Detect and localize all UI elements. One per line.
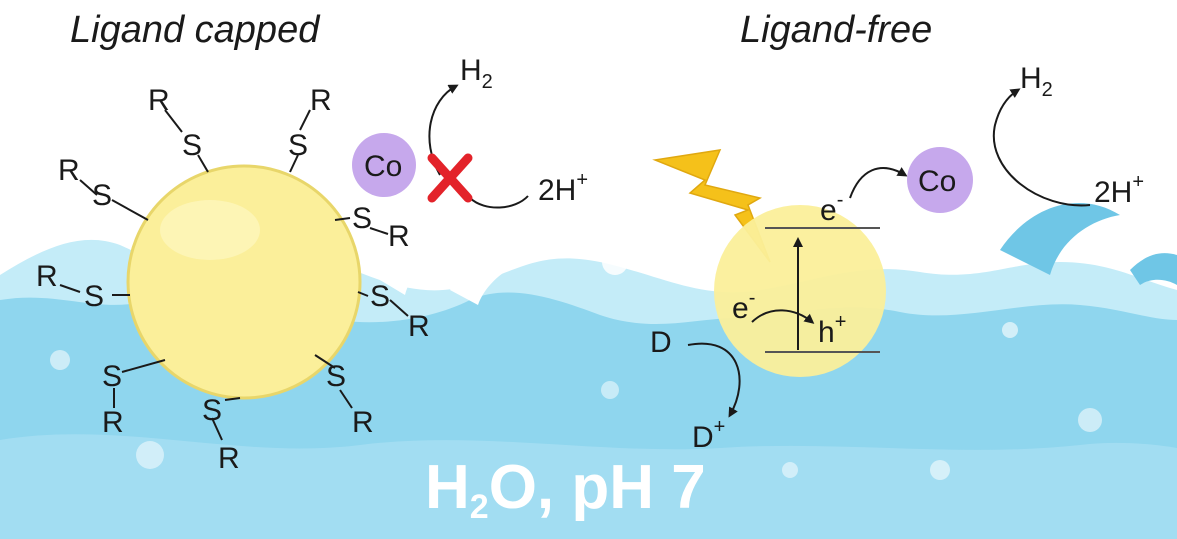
bubble: [1071, 235, 1089, 253]
water-wave-bottom: [0, 434, 1177, 539]
bubble: [50, 350, 70, 370]
ligand-sulfur: S: [92, 179, 112, 212]
ligand-sulfur: S: [84, 280, 104, 313]
cobalt-catalyst-left: [352, 133, 416, 197]
proton-reduction-arrow-left: [469, 195, 529, 209]
ligand-sulfur: S: [202, 394, 222, 427]
water-splash-middle: [450, 254, 525, 305]
ligand-r-group: R: [310, 84, 332, 117]
oxidized-donor-label: D+: [692, 416, 725, 454]
ligand-r-group: R: [58, 154, 80, 187]
bubble: [602, 249, 628, 275]
water-splash-far-right: [1130, 253, 1177, 285]
title-ligand-free: Ligand-free: [740, 9, 932, 51]
ligand-r-group: R: [148, 84, 170, 117]
ligand-sulfur: S: [102, 360, 122, 393]
title-ligand-capped: Ligand capped: [70, 9, 321, 51]
ligand-sulfur: S: [288, 129, 308, 162]
donor-oxidation-arrow: [687, 342, 741, 418]
ligand-r-group: R: [36, 260, 58, 293]
ligand-r-group: R: [408, 310, 430, 343]
ligand-r-group: R: [352, 406, 374, 439]
ligand-sulfur: S: [370, 280, 390, 313]
water-splash-left: [380, 252, 440, 295]
bubble: [1078, 408, 1102, 432]
protons-label-left: 2H+: [538, 169, 588, 207]
hole-label-vb: h+: [818, 311, 846, 349]
electron-transfer-arrow: [849, 167, 908, 199]
bubble: [782, 462, 798, 478]
ligand-r-group: R: [102, 406, 124, 439]
ligand-bonds: [59, 109, 409, 441]
water-splash-right: [1000, 202, 1120, 275]
ligand-sulfur: S: [326, 360, 346, 393]
cobalt-catalyst-right: [907, 147, 973, 213]
nanoparticle-highlight: [160, 200, 260, 260]
electron-label-donor: e-: [732, 287, 755, 325]
ligand-r-labels: R R R R R R R R R: [36, 84, 430, 475]
nanoparticle-ligand-free: [714, 205, 886, 377]
cobalt-label-left: Co: [364, 150, 402, 183]
bubble: [136, 441, 164, 469]
donor-label: D: [650, 326, 672, 359]
ligand-sulfur: S: [352, 202, 372, 235]
bubble: [1002, 322, 1018, 338]
bubble: [930, 460, 950, 480]
ligand-r-group: R: [218, 442, 240, 475]
reaction-conditions: H2O, pH 7: [425, 453, 706, 526]
h2-label-right: H2: [1020, 62, 1053, 101]
blocked-cross-icon: [427, 153, 473, 203]
ligand-r-group: R: [388, 220, 410, 253]
donor-electron-arrow: [751, 309, 815, 324]
electron-label-cb: e-: [820, 189, 843, 227]
cobalt-label-right: Co: [918, 165, 956, 198]
h2-label-left: H2: [460, 54, 493, 93]
ligand-sulfur: S: [182, 129, 202, 162]
h2-evolution-arrow-right: [992, 88, 1091, 207]
ligand-capped-nanoparticle: [126, 164, 362, 400]
protons-label-right: 2H+: [1094, 171, 1144, 209]
ligand-sulfur-labels: S S S S S S S S S: [84, 129, 390, 427]
bubble: [601, 381, 619, 399]
